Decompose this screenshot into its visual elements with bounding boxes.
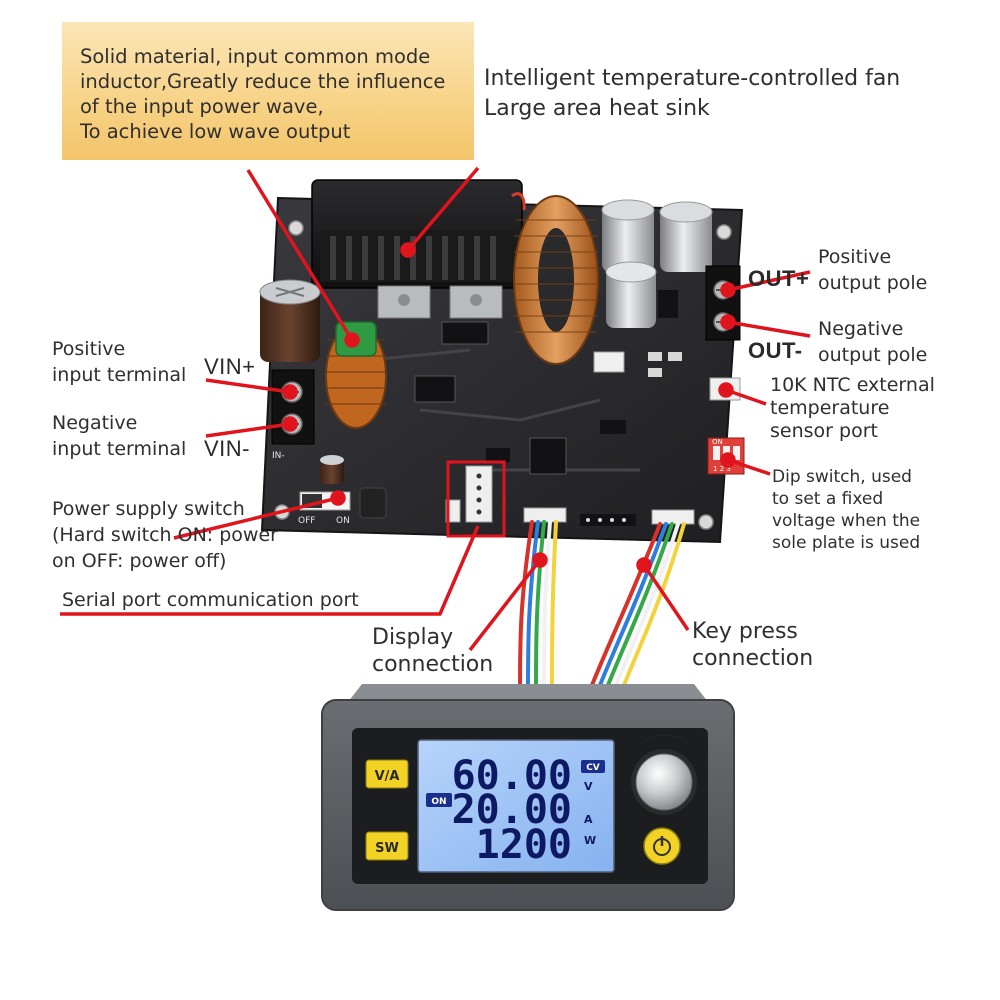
- dip-line-1: Dip switch, used: [772, 467, 912, 487]
- callout-line-4: To achieve low wave output: [80, 120, 351, 143]
- out-plus-label: OUT+: [748, 266, 810, 291]
- output-terminals: [705, 265, 741, 341]
- va-button[interactable]: [365, 759, 409, 789]
- cv-label: CV: [586, 763, 600, 773]
- fan-line-1: Intelligent temperature-controlled fan: [484, 66, 901, 91]
- display-connection-line-1: Display: [372, 625, 454, 650]
- pin-header: [580, 514, 636, 526]
- inductor-callout-text: Solid material, input common mode induct…: [80, 44, 474, 144]
- arrow-out-minus: [727, 320, 811, 338]
- callout-arrows: [60, 166, 811, 652]
- ribbon-cables: [518, 520, 686, 692]
- rotary-knob-icon: [631, 734, 697, 815]
- capacitors: [259, 199, 713, 484]
- dip-annotation: Dip switch, used to set a fixed voltage …: [772, 466, 920, 554]
- current-reading: 20.00: [452, 787, 572, 833]
- cv-badge: [581, 760, 605, 773]
- negative-output-line-2: output pole: [818, 344, 928, 366]
- unit-watt: W: [584, 834, 596, 847]
- positive-output-line-1: Positive: [818, 246, 892, 268]
- on-badge: [426, 793, 452, 807]
- ntc-line-3: sensor port: [770, 420, 878, 442]
- key-connection-line-2: connection: [692, 646, 814, 671]
- dip-line-4: sole plate is used: [772, 533, 921, 553]
- arrow-vin-minus: [205, 422, 291, 438]
- positive-output-line-2: output pole: [818, 272, 928, 294]
- arrow-power-switch: [173, 496, 339, 540]
- power-switch-line-1: Power supply switch: [52, 498, 245, 520]
- board-in-minus-label: IN-: [272, 451, 285, 461]
- display-unit: [321, 684, 735, 911]
- va-button-label: V/A: [375, 769, 400, 784]
- out-minus-label: OUT-: [748, 338, 803, 363]
- ntc-line-1: 10K NTC external: [770, 374, 935, 396]
- positive-output-annotation: Positive output pole: [818, 244, 927, 296]
- callout-line-2: inductor,Greatly reduce the influence: [80, 70, 446, 93]
- arrow-serial: [60, 525, 480, 616]
- display-connector-socket: [523, 507, 567, 523]
- ntc-annotation: 10K NTC external temperature sensor port: [770, 374, 935, 443]
- dip-on-label: ON: [712, 438, 723, 446]
- switch-off-label: OFF: [298, 516, 315, 526]
- power-switch-line-3: on OFF: power off): [52, 550, 227, 572]
- arrow-inductor: [246, 169, 354, 341]
- heat-sink-fan: [311, 179, 526, 319]
- vin-plus-label: VIN+: [204, 354, 256, 379]
- arrow-fan: [406, 166, 480, 252]
- key-connection-line-1: Key press: [692, 619, 798, 644]
- positive-input-line-2: input terminal: [52, 364, 187, 386]
- dip-number-label: 1 2 3: [713, 465, 731, 473]
- power-switch-line-2: (Hard switch ON: power: [52, 524, 278, 546]
- fan-connector: [593, 351, 625, 373]
- negative-input-line-1: Negative: [52, 412, 138, 434]
- toroid-inductor: [513, 195, 599, 365]
- negative-output-annotation: Negative output pole: [818, 316, 927, 368]
- arrow-display: [468, 558, 542, 652]
- inductor-callout-box: Solid material, input common mode induct…: [62, 22, 474, 160]
- vin-minus-label: VIN-: [204, 436, 250, 461]
- negative-input-annotation: Negative input terminal: [52, 410, 186, 462]
- negative-input-line-2: input terminal: [52, 438, 187, 460]
- negative-output-line-1: Negative: [818, 318, 904, 340]
- arrow-vin-plus: [205, 378, 291, 394]
- dip-line-3: voltage when the: [772, 511, 921, 531]
- arrow-out-plus: [727, 270, 811, 292]
- ntc-line-2: temperature: [770, 397, 890, 419]
- dip-line-2: to set a fixed: [772, 489, 884, 509]
- key-connection-annotation: Key press connection: [692, 618, 813, 672]
- sw-button-label: SW: [375, 841, 399, 856]
- unit-amp: A: [584, 813, 593, 826]
- callout-line-1: Solid material, input common mode: [80, 45, 431, 68]
- voltage-reading: 60.00: [452, 753, 572, 799]
- callout-line-3: of the input power wave,: [80, 95, 324, 118]
- positive-input-line-1: Positive: [52, 338, 126, 360]
- serial-port-highlight: [446, 460, 506, 538]
- display-connection-line-2: connection: [372, 652, 494, 677]
- power-button-icon: [643, 827, 681, 865]
- input-terminals: [271, 369, 315, 445]
- power-reading: 1200: [476, 822, 572, 868]
- display-connection-annotation: Display connection: [372, 624, 493, 678]
- sw-button[interactable]: [365, 831, 409, 861]
- fan-annotation: Intelligent temperature-controlled fan L…: [484, 64, 900, 124]
- serial-port-annotation: Serial port communication port: [62, 589, 359, 611]
- positive-input-annotation: Positive input terminal: [52, 336, 186, 388]
- fan-line-2: Large area heat sink: [484, 96, 710, 121]
- power-switch-annotation: Power supply switch (Hard switch ON: pow…: [52, 496, 278, 574]
- unit-volt: V: [584, 780, 593, 793]
- switch-on-label: ON: [336, 516, 350, 526]
- on-badge-label: ON: [431, 797, 446, 807]
- key-connector-socket: [651, 509, 695, 525]
- arrow-key: [642, 564, 690, 631]
